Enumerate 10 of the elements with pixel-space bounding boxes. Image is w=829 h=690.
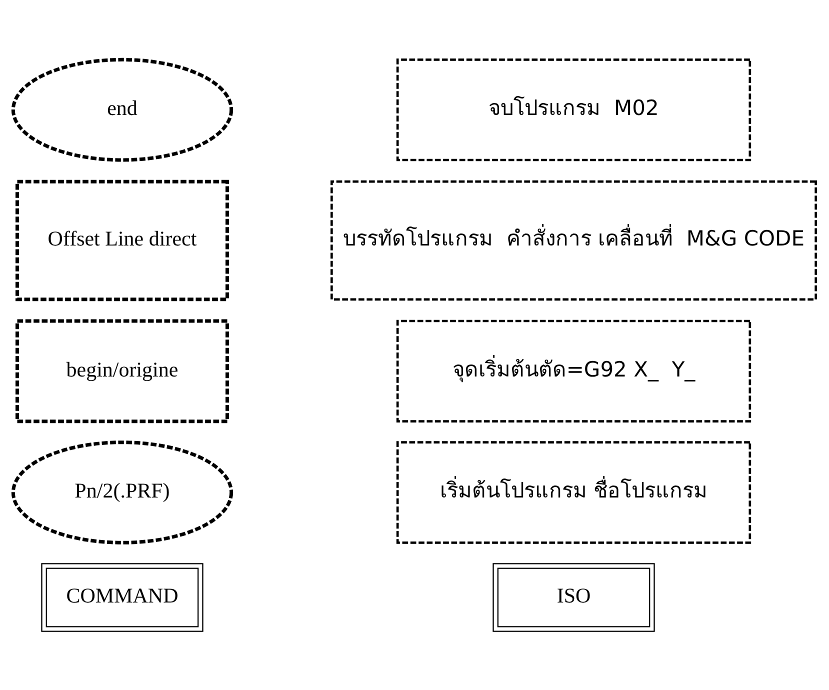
node-box: จุดเริ่มต้นตัด=G92 X_ Y_ xyxy=(396,319,752,422)
node-box: ISO xyxy=(492,562,655,632)
node-box: บรรทัดโปรแกรม คำสั่งการ เคลื่อนที่ M&G CODE xyxy=(330,180,817,300)
node-ellipse: Pn/2(.PRF) xyxy=(11,440,234,544)
node-box: Offset Line direct xyxy=(16,179,229,301)
node-box: begin/origine xyxy=(16,318,229,423)
node-box: เริ่มต้นโปรแกรม ชื่อโปรแกรม xyxy=(396,440,752,544)
node-ellipse: end xyxy=(11,57,234,162)
node-box: COMMAND xyxy=(41,562,204,632)
node-box: จบโปรแกรม M02 xyxy=(396,58,752,161)
